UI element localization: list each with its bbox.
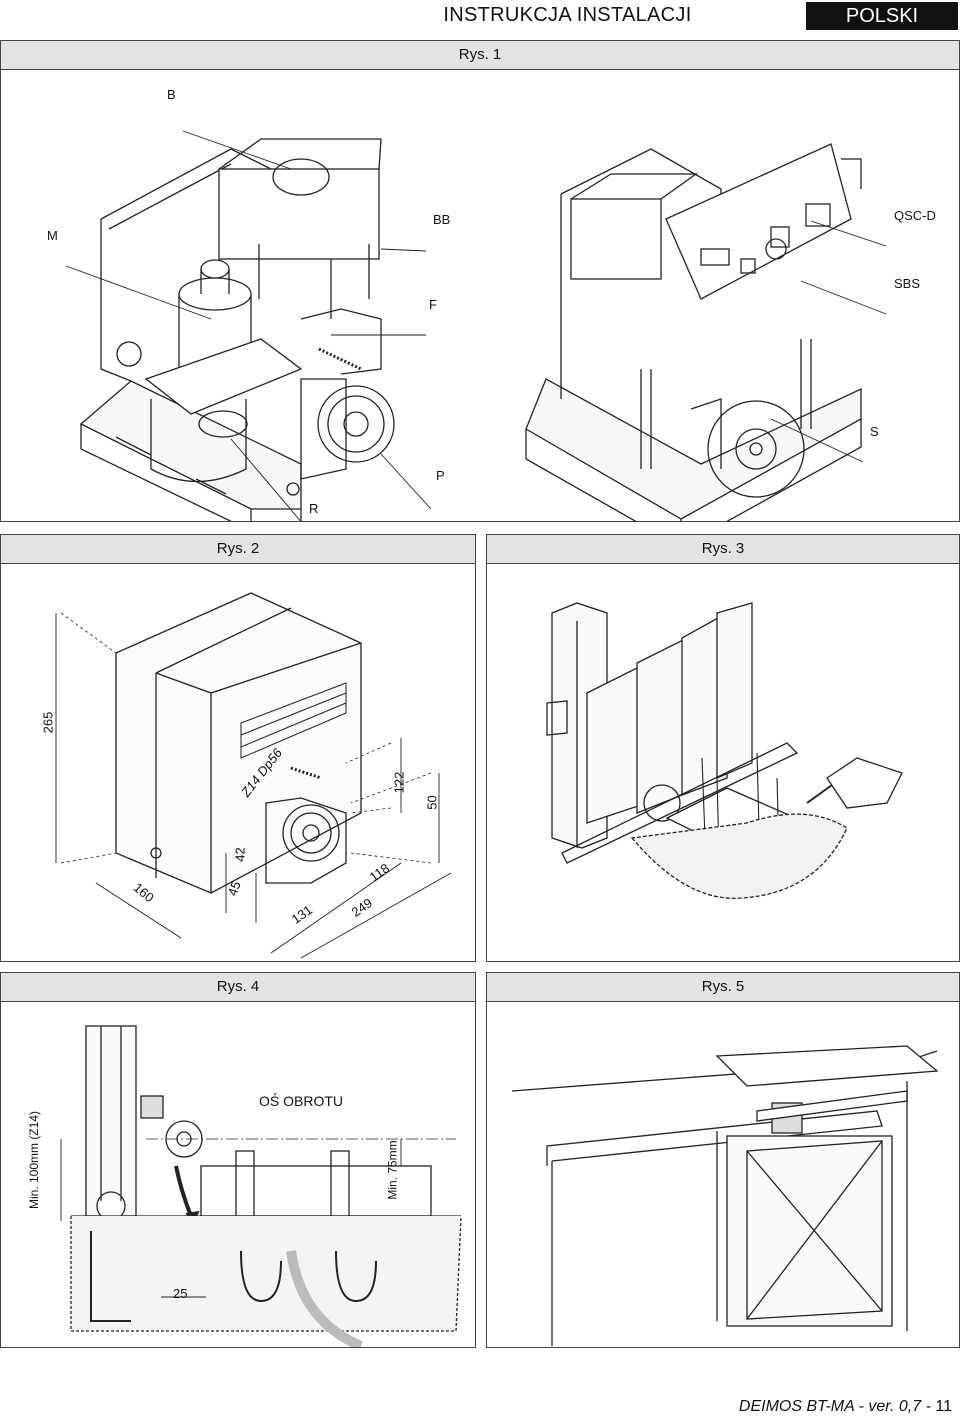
dim-42: 42 — [232, 847, 248, 862]
left-motor-unit — [79, 138, 395, 521]
dim-50: 50 — [424, 795, 440, 810]
right-control-unit — [525, 143, 862, 521]
motor-dimensions-drawing — [55, 592, 452, 959]
footer-model: DEIMOS BT-MA - ver. 0,7 - — [738, 1398, 931, 1415]
dim-25: 25 — [173, 1286, 188, 1301]
gate-installation-drawing — [546, 602, 903, 899]
label-p: P — [436, 468, 445, 483]
label-f: F — [429, 297, 437, 312]
figure-rys2: Rys. 2 — [0, 534, 476, 962]
leader-lines — [65, 130, 887, 521]
figure-caption: Rys. 2 — [1, 535, 475, 564]
figure-rys1: Rys. 1 — [0, 40, 960, 522]
page-number: 11 — [935, 1398, 952, 1415]
label-m: M — [47, 228, 58, 243]
axis-label: OŚ OBROTU — [259, 1093, 344, 1109]
figure-rys4: Rys. 4 OŚ OBROTU Min. 100mm (Z14) Min. 7… — [0, 972, 476, 1348]
overhead-gate-drawing — [511, 1045, 939, 1346]
label-sbs: SBS — [894, 276, 921, 291]
min-100-label: Min. 100mm (Z14) — [27, 1110, 42, 1210]
figure-caption: Rys. 4 — [1, 973, 475, 1002]
figure-rys5: Rys. 5 — [486, 972, 960, 1348]
language-badge: POLSKI — [806, 2, 958, 30]
dim-265: 265 — [40, 711, 56, 734]
label-b: B — [167, 87, 176, 102]
dim-122: 122 — [391, 771, 407, 794]
mounting-section-drawing — [60, 1025, 462, 1347]
page-footer: DEIMOS BT-MA - ver. 0,7 - 11 — [739, 1398, 952, 1416]
label-r: R — [309, 501, 319, 516]
figure-rys3: Rys. 3 — [486, 534, 960, 962]
label-bb: BB — [433, 212, 451, 227]
figure-caption: Rys. 3 — [487, 535, 959, 564]
document-title: INSTRUKCJA INSTALACJI — [443, 4, 692, 26]
label-s: S — [870, 424, 879, 439]
min-75-label: Min. 75mm — [385, 1140, 400, 1200]
label-qsc-d: QSC-D — [894, 208, 936, 223]
figure-caption: Rys. 5 — [487, 973, 959, 1002]
motor-exploded-drawing — [65, 130, 887, 521]
figure-caption: Rys. 1 — [1, 41, 959, 70]
